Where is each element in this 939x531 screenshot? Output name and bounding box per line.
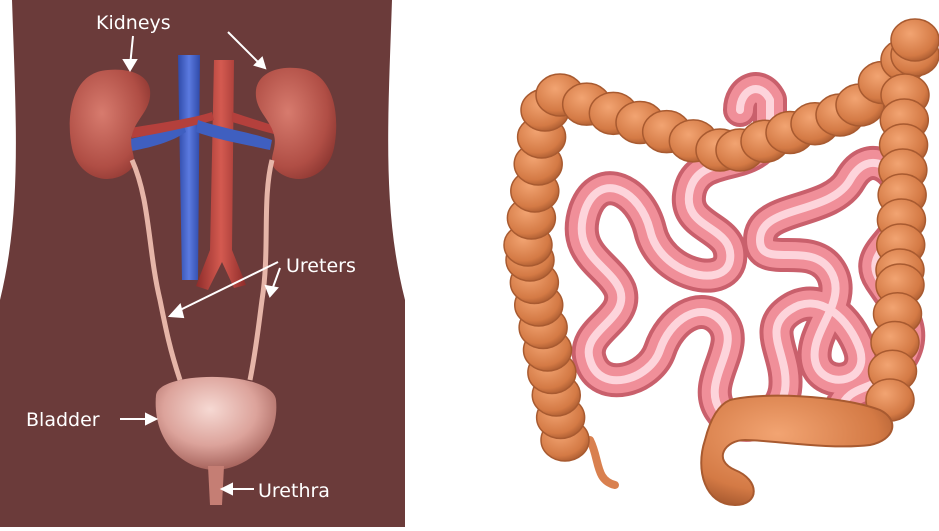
label-kidneys: Kidneys (96, 12, 171, 34)
urethra (208, 466, 224, 505)
colon-segment (891, 19, 939, 61)
label-urethra: Urethra (258, 480, 330, 502)
label-ureters: Ureters (286, 255, 356, 277)
intestine-illustration (504, 19, 939, 505)
urinary-diagram: Kidneys Ureters Bladder Urethra (0, 0, 405, 527)
sigmoid-colon (701, 396, 892, 505)
label-bladder: Bladder (26, 409, 100, 431)
